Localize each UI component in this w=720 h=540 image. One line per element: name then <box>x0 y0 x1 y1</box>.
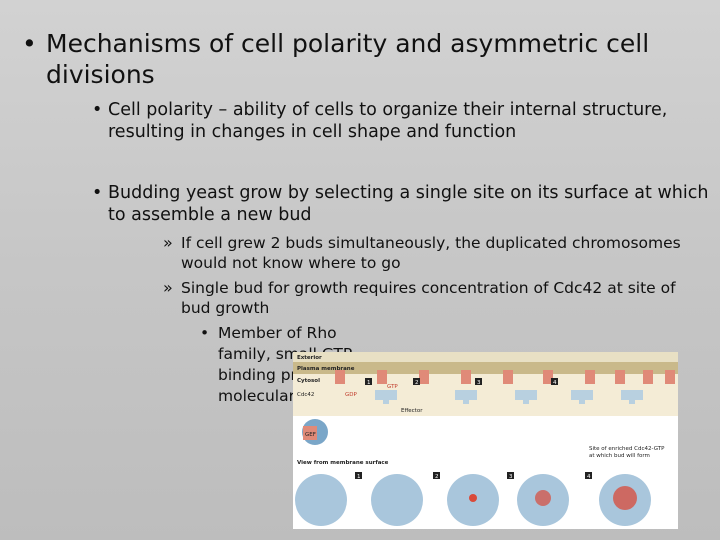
bullet-mark: • <box>200 324 210 342</box>
enriched-label-2: at which bud will form <box>589 453 650 459</box>
main-bullet: • Mechanisms of cell polarity and asymme… <box>22 28 682 90</box>
effector-label: Effector <box>401 408 423 414</box>
step-2-top: 2 <box>415 380 419 386</box>
bullet-mark: • <box>22 29 37 58</box>
gtp-label: GTP <box>387 384 398 390</box>
view-label: View from membrane surface <box>297 460 389 466</box>
two-buds-bullet: » If cell grew 2 buds simultaneously, th… <box>163 233 708 273</box>
cell-views <box>295 474 651 526</box>
gdp-label: GDP <box>345 392 357 398</box>
step-3-top: 3 <box>477 380 481 386</box>
cdc42-figure: Exterior Plasma membrane Cytosol Cdc42 1 <box>293 352 678 529</box>
membrane-label: Plasma membrane <box>297 366 355 372</box>
cytosol-label: Cytosol <box>297 378 320 384</box>
two-buds-bullet-text: If cell grew 2 buds simultaneously, the … <box>181 234 681 272</box>
exterior-label: Exterior <box>297 355 322 361</box>
raquo-mark: » <box>163 278 173 297</box>
single-bud-bullet: » Single bud for growth requires concent… <box>163 278 708 318</box>
step-3-bottom: 3 <box>509 474 513 480</box>
single-bud-bullet-text: Single bud for growth requires concentra… <box>181 279 676 317</box>
step-2-bottom: 2 <box>435 474 439 480</box>
cytosol-band <box>293 374 678 416</box>
receptors <box>335 370 675 384</box>
bullet-mark: • <box>92 100 103 120</box>
gef-label: GEF <box>305 432 316 438</box>
step-4-top: 4 <box>553 380 557 386</box>
main-bullet-text: Mechanisms of cell polarity and asymmetr… <box>46 29 650 89</box>
enriched-label-1: Site of enriched Cdc42-GTP <box>589 446 665 452</box>
budding-bullet-text: Budding yeast grow by selecting a single… <box>108 183 709 225</box>
step-4-bottom: 4 <box>587 474 591 480</box>
bullet-mark: • <box>92 183 103 203</box>
polarity-bullet: • Cell polarity – ability of cells to or… <box>92 99 712 143</box>
effectors <box>375 390 643 404</box>
exterior-band <box>293 352 678 362</box>
budding-bullet: • Budding yeast grow by selecting a sing… <box>92 182 712 226</box>
cdc42-label: Cdc42 <box>297 392 314 398</box>
polarity-bullet-text: Cell polarity – ability of cells to orga… <box>108 100 668 142</box>
step-1-bottom: 1 <box>357 474 361 480</box>
cdc42-diagram: Exterior Plasma membrane Cytosol Cdc42 1 <box>293 352 678 526</box>
step-1-top: 1 <box>367 380 371 386</box>
raquo-mark: » <box>163 233 173 252</box>
membrane-band <box>293 362 678 374</box>
